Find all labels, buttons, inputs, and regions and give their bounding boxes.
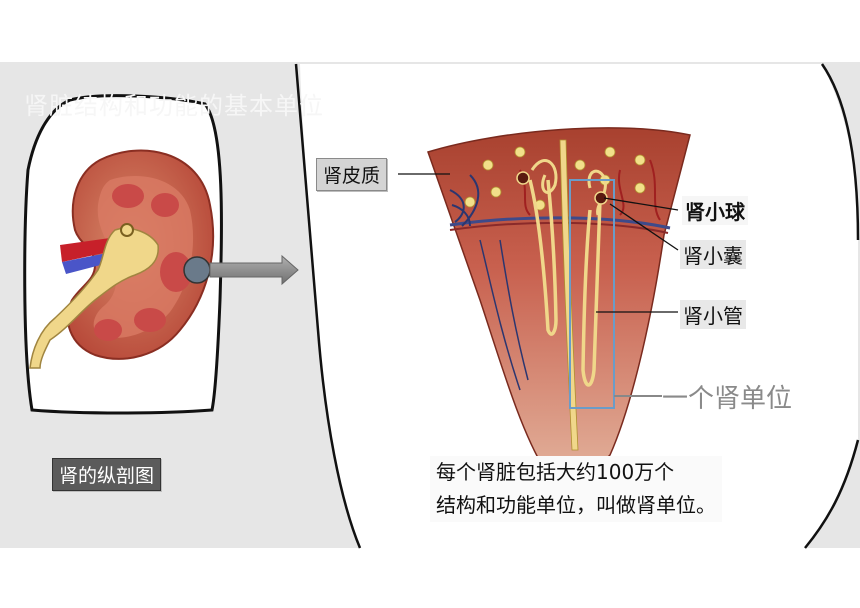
pointer-arrow (209, 254, 299, 286)
page-title: 肾脏结构和功能的基本单位 (24, 92, 324, 120)
label-tubule: 肾小管 (680, 300, 746, 329)
right-edge (804, 63, 860, 549)
label-nephron: 一个肾单位 (662, 384, 793, 414)
label-glomerulus: 肾小球 (682, 196, 748, 225)
center-left-edge (294, 63, 362, 549)
leader-lines (398, 173, 679, 397)
label-cortex: 肾皮质 (316, 158, 388, 191)
renal-lobe-illustration (427, 127, 691, 476)
caption-line-2: 结构和功能单位，叫做肾单位。 (436, 493, 716, 517)
nephron-highlight-box (569, 179, 615, 409)
kidney-illustration (29, 149, 215, 369)
caption-line-1: 每个肾脏包括大约100万个 (436, 460, 675, 484)
caption-text: 每个肾脏包括大约100万个 结构和功能单位，叫做肾单位。 (430, 456, 722, 522)
section-label: 肾的纵剖图 (52, 458, 162, 491)
label-capsule: 肾小囊 (680, 240, 746, 269)
